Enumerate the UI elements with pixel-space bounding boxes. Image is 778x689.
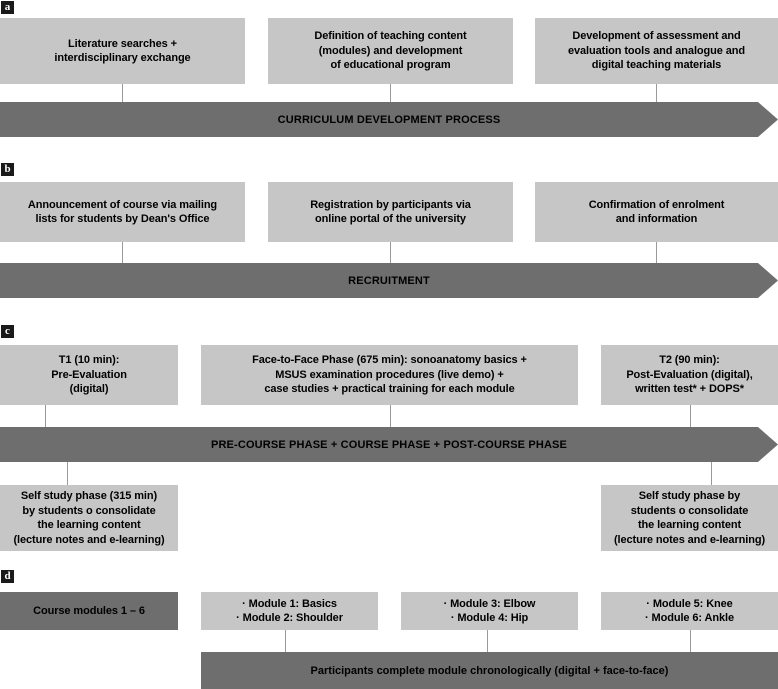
section-b-connector-3 (656, 242, 657, 263)
section-c-box-t2: T2 (90 min): Post-Evaluation (digital), … (601, 345, 778, 405)
section-d-module-box-1: · Module 1: Basics · Module 2: Shoulder (201, 592, 378, 630)
section-d-connector-1 (285, 630, 286, 652)
section-c-process-band: PRE-COURSE PHASE + COURSE PHASE + POST-C… (0, 427, 778, 462)
section-badge-b: b (1, 163, 14, 176)
section-c-connector-selfstudy-left (67, 462, 68, 485)
section-badge-c: c (1, 325, 14, 338)
band-shape-a-icon (0, 102, 778, 137)
section-a-box-2-text: Definition of teaching content (modules)… (314, 30, 467, 72)
section-d-module-box-2-text: · Module 3: Elbow · Module 4: Hip (443, 597, 536, 625)
section-b-connector-1 (122, 242, 123, 263)
section-d-course-modules-box: Course modules 1 – 6 (0, 592, 178, 630)
section-a-box-1: Literature searches + interdisciplinary … (0, 18, 245, 84)
section-c-connector-2 (390, 405, 391, 427)
section-a-connector-2 (390, 84, 391, 103)
section-c-self-study-right-text: Self study phase by students o consolida… (613, 490, 766, 546)
section-b-box-3-text: Confirmation of enrolment and informatio… (588, 198, 725, 226)
section-c-box-t1: T1 (10 min): Pre-Evaluation (digital) (0, 345, 178, 405)
section-a-box-2: Definition of teaching content (modules)… (268, 18, 513, 84)
section-d-module-box-3-text: · Module 5: Knee · Module 6: Ankle (645, 597, 734, 625)
section-c-self-study-left: Self study phase (315 min) by students o… (0, 485, 178, 551)
section-a-box-3: Development of assessment and evaluation… (535, 18, 778, 84)
section-c-connector-selfstudy-right (711, 462, 712, 485)
section-b-box-2-text: Registration by participants via online … (310, 198, 471, 226)
section-d-connector-3 (690, 630, 691, 652)
section-c-box-t1-text: T1 (10 min): Pre-Evaluation (digital) (51, 354, 127, 396)
section-d-module-box-2: · Module 3: Elbow · Module 4: Hip (401, 592, 578, 630)
section-c-box-t2-text: T2 (90 min): Post-Evaluation (digital), … (626, 354, 753, 396)
section-c-connector-1 (45, 405, 46, 427)
section-a-process-band: CURRICULUM DEVELOPMENT PROCESS (0, 102, 778, 137)
section-b-process-band: RECRUITMENT (0, 263, 778, 298)
section-c-self-study-right: Self study phase by students o consolida… (601, 485, 778, 551)
section-c-box-face-to-face-text: Face-to-Face Phase (675 min): sonoanatom… (252, 354, 527, 396)
section-a-box-3-text: Development of assessment and evaluation… (567, 30, 745, 72)
band-shape-b-icon (0, 263, 778, 298)
section-b-box-3: Confirmation of enrolment and informatio… (535, 182, 778, 242)
section-d-bottom-bar: Participants complete module chronologic… (201, 652, 778, 689)
band-shape-c-icon (0, 427, 778, 462)
section-b-box-1: Announcement of course via mailing lists… (0, 182, 245, 242)
section-a-box-1-text: Literature searches + interdisciplinary … (54, 37, 191, 65)
section-a-band-label: CURRICULUM DEVELOPMENT PROCESS (277, 113, 501, 126)
section-d-course-modules-text: Course modules 1 – 6 (33, 604, 145, 617)
section-badge-d: d (1, 570, 14, 583)
section-b-box-1-text: Announcement of course via mailing lists… (27, 198, 218, 226)
section-d-module-box-1-text: · Module 1: Basics · Module 2: Shoulder (236, 597, 343, 625)
section-a-connector-3 (656, 84, 657, 103)
section-a-connector-1 (122, 84, 123, 103)
section-c-self-study-left-text: Self study phase (315 min) by students o… (13, 490, 165, 546)
section-c-box-face-to-face: Face-to-Face Phase (675 min): sonoanatom… (201, 345, 578, 405)
section-badge-a: a (1, 1, 14, 14)
section-b-band-label: RECRUITMENT (348, 274, 430, 287)
section-c-connector-3 (690, 405, 691, 427)
section-d-connector-2 (487, 630, 488, 652)
section-c-band-label: PRE-COURSE PHASE + COURSE PHASE + POST-C… (210, 438, 568, 451)
section-d-bottom-bar-label: Participants complete module chronologic… (310, 664, 669, 677)
section-b-box-2: Registration by participants via online … (268, 182, 513, 242)
section-d-module-box-3: · Module 5: Knee · Module 6: Ankle (601, 592, 778, 630)
section-b-connector-2 (390, 242, 391, 263)
